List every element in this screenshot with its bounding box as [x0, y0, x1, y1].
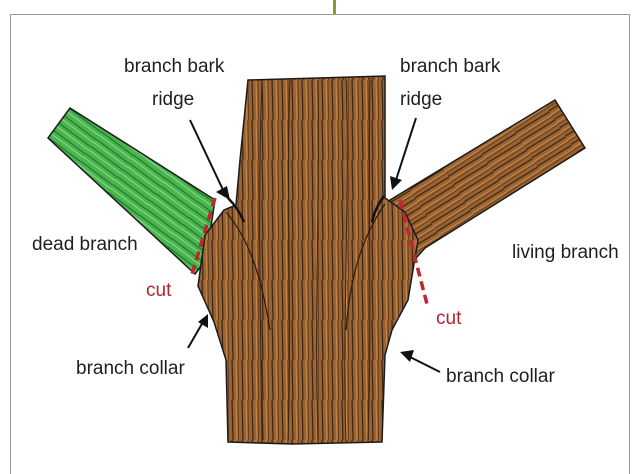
arrow-branch-collar-left [188, 314, 208, 348]
arrow-bark-ridge-right [390, 118, 416, 190]
label-branch-bark-ridge-right-2: ridge [400, 89, 442, 110]
label-cut-right: cut [436, 308, 462, 329]
label-branch-collar-right: branch collar [446, 366, 555, 387]
living-branch-shape [390, 100, 585, 265]
label-branch-bark-ridge-left-1: branch bark [124, 56, 225, 77]
arrow-branch-collar-right [400, 350, 440, 372]
label-cut-left: cut [146, 280, 172, 301]
trunk-shape [198, 76, 418, 444]
label-branch-bark-ridge-right-1: branch bark [400, 56, 501, 77]
label-branch-bark-ridge-left-2: ridge [152, 89, 194, 110]
label-branch-collar-left: branch collar [76, 358, 185, 379]
label-living-branch: living branch [512, 242, 619, 263]
label-dead-branch: dead branch [32, 234, 138, 255]
